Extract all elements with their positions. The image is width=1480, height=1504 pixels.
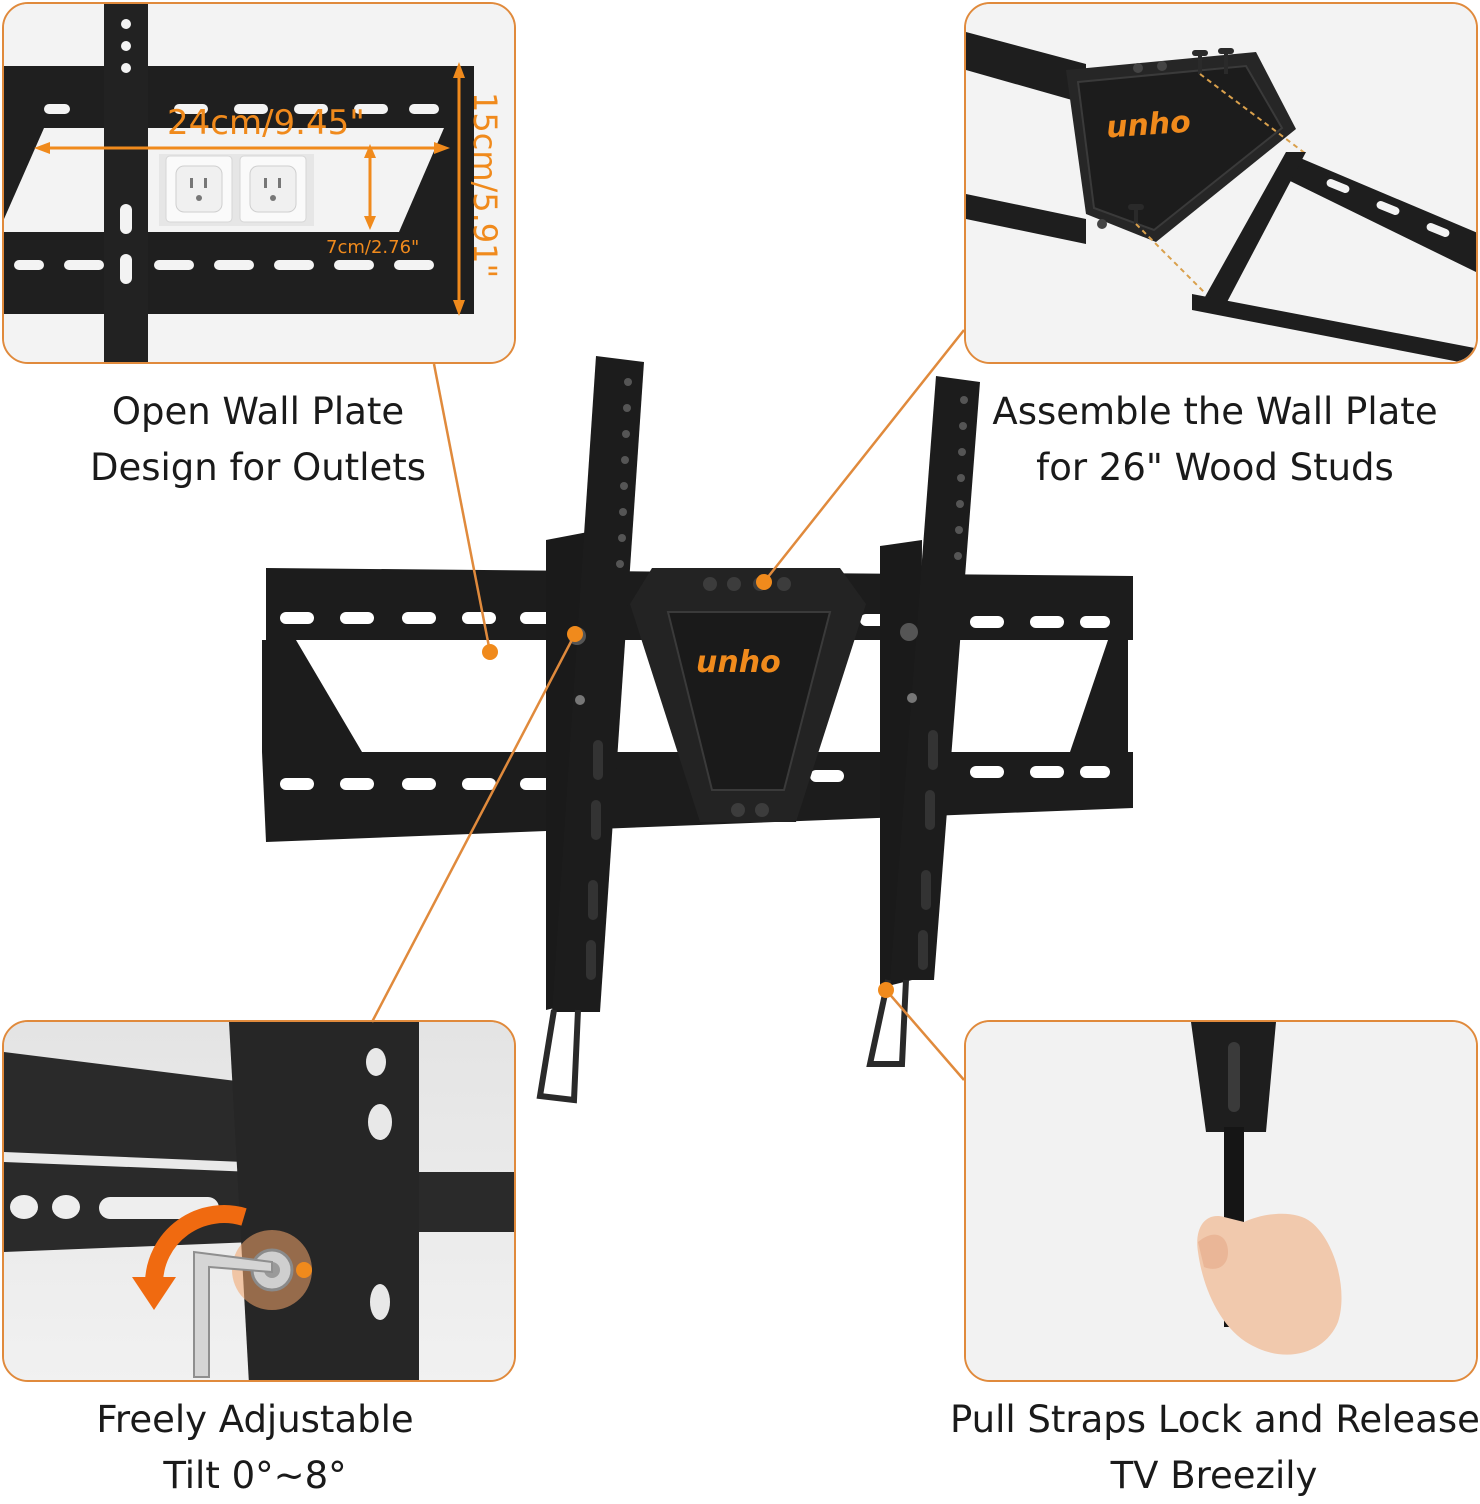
gap-dimension-label: 7cm/2.76": [326, 237, 419, 258]
tilt-adjustment-illustration: [4, 1022, 514, 1380]
studs-assembly-panel: unho: [964, 2, 1478, 364]
pull-strap-illustration: [966, 1022, 1476, 1380]
callout-dot-straps: [878, 982, 894, 998]
straps-caption-line2: TV Breezily: [1110, 1454, 1318, 1497]
studs-caption-line2: for 26" Wood Studs: [1036, 446, 1394, 489]
outlets-caption-line1: Open Wall Plate: [111, 390, 405, 433]
rotate-arrow-icon: [145, 1205, 247, 1283]
tilt-adjustment-panel: [2, 1020, 516, 1382]
brand-logo: unho: [1105, 105, 1192, 146]
straps-caption-line1: Pull Straps Lock and Release: [950, 1398, 1480, 1441]
tilt-caption: Freely Adjustable Tilt 0°~8°: [40, 1392, 470, 1504]
dimension-arrows: [34, 62, 465, 316]
studs-caption-line1: Assemble the Wall Plate: [992, 390, 1438, 433]
pull-strap-panel: [964, 1020, 1478, 1382]
outlets-detail-illustration: 24cm/9.45" 7cm/2.76" 15cm/5.91": [4, 4, 514, 362]
callout-dot-tilt: [567, 626, 583, 642]
outlets-caption: Open Wall Plate Design for Outlets: [40, 384, 476, 496]
callout-dot-studs: [756, 574, 772, 590]
straps-caption: Pull Straps Lock and Release TV Breezily: [950, 1392, 1480, 1504]
callout-dot-outlets: [482, 644, 498, 660]
bottom-rail-slots: [280, 766, 1110, 790]
brand-logo-main: unho: [696, 645, 781, 680]
outlets-detail-panel: 24cm/9.45" 7cm/2.76" 15cm/5.91": [2, 2, 516, 364]
studs-caption: Assemble the Wall Plate for 26" Wood Stu…: [980, 384, 1450, 496]
outlet-right-icon: [239, 155, 307, 223]
outlets-caption-line2: Design for Outlets: [89, 446, 427, 489]
tilt-caption-line1: Freely Adjustable: [96, 1398, 414, 1441]
outlet-left-icon: [165, 155, 233, 223]
screw-icons: [1128, 48, 1234, 224]
hand-icon: [1197, 1213, 1342, 1355]
width-dimension-label: 24cm/9.45": [167, 103, 365, 143]
studs-assembly-illustration: unho: [966, 4, 1476, 362]
hex-key-icon: [193, 1250, 273, 1378]
top-rail-slots: [280, 612, 1110, 628]
height-dimension-label: 15cm/5.91": [466, 92, 504, 278]
tilt-caption-line2: Tilt 0°~8°: [163, 1454, 347, 1497]
